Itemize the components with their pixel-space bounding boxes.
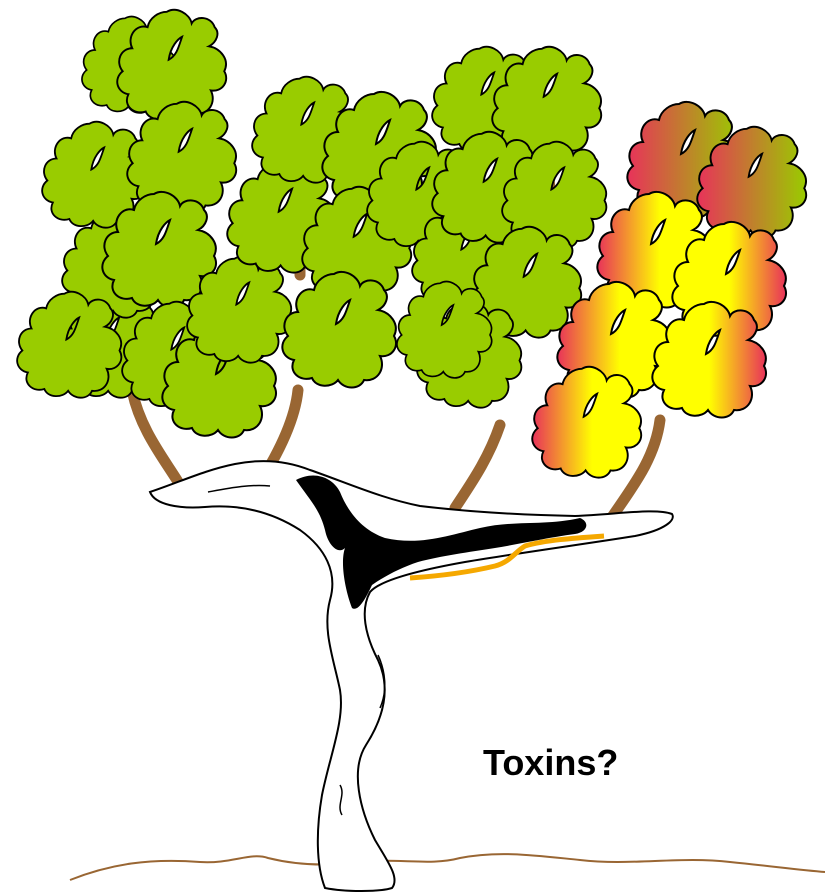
healthy-foliage [17, 10, 606, 438]
toxins-caption: Toxins? [483, 745, 618, 781]
trunk [150, 461, 673, 891]
soil-line [70, 854, 825, 880]
